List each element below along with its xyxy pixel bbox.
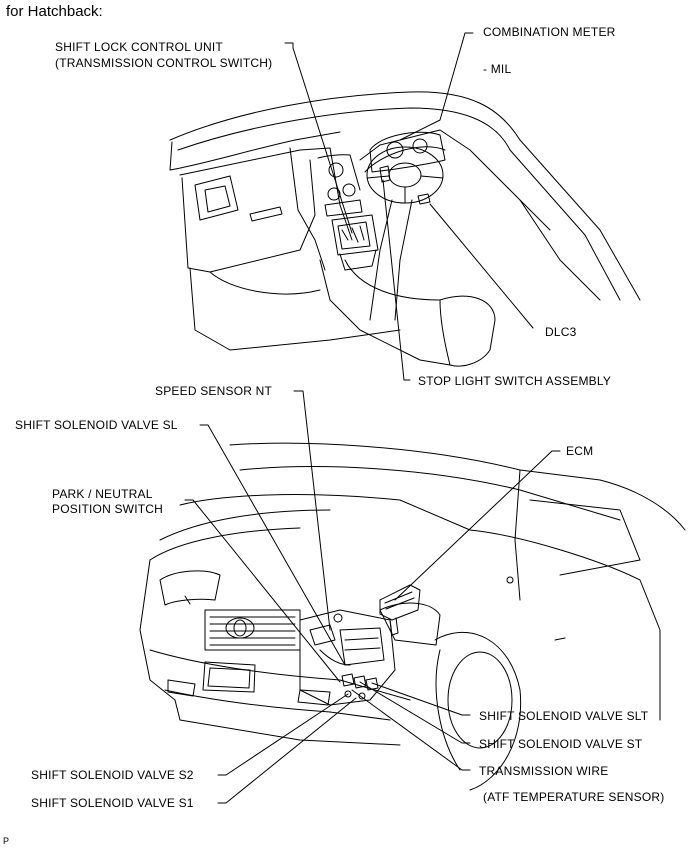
label-shift-solenoid-slt: SHIFT SOLENOID VALVE SLT: [479, 709, 649, 723]
label-transmission-control-switch: (TRANSMISSION CONTROL SWITCH): [55, 56, 273, 70]
label-shift-solenoid-st: SHIFT SOLENOID VALVE ST: [479, 737, 643, 751]
label-stop-light-switch: STOP LIGHT SWITCH ASSEMBLY: [418, 374, 612, 388]
car-front-illustration: [139, 442, 686, 791]
label-speed-sensor-nt: SPEED SENSOR NT: [155, 384, 273, 398]
label-shift-solenoid-s1: SHIFT SOLENOID VALVE S1: [31, 796, 194, 810]
label-combination-meter: COMBINATION METER: [483, 25, 616, 39]
label-position-switch: POSITION SWITCH: [52, 502, 163, 516]
label-ecm: ECM: [566, 444, 594, 458]
label-atf-temperature-sensor: (ATF TEMPERATURE SENSOR): [483, 790, 665, 804]
label-shift-lock-control-unit: SHIFT LOCK CONTROL UNIT: [55, 40, 223, 54]
leader-lines-top: [284, 32, 534, 381]
figure-code: P: [3, 836, 10, 846]
label-mil: - MIL: [483, 62, 512, 76]
leader-lines-bottom: [184, 390, 561, 804]
label-transmission-wire: TRANSMISSION WIRE: [479, 764, 609, 778]
label-shift-solenoid-s2: SHIFT SOLENOID VALVE S2: [31, 768, 194, 782]
diagram-title: for Hatchback:: [6, 3, 103, 20]
label-dlc3: DLC3: [545, 325, 577, 339]
label-shift-solenoid-sl: SHIFT SOLENOID VALVE SL: [15, 418, 178, 432]
dashboard-illustration: [169, 91, 641, 367]
label-park-neutral: PARK / NEUTRAL: [52, 487, 153, 501]
